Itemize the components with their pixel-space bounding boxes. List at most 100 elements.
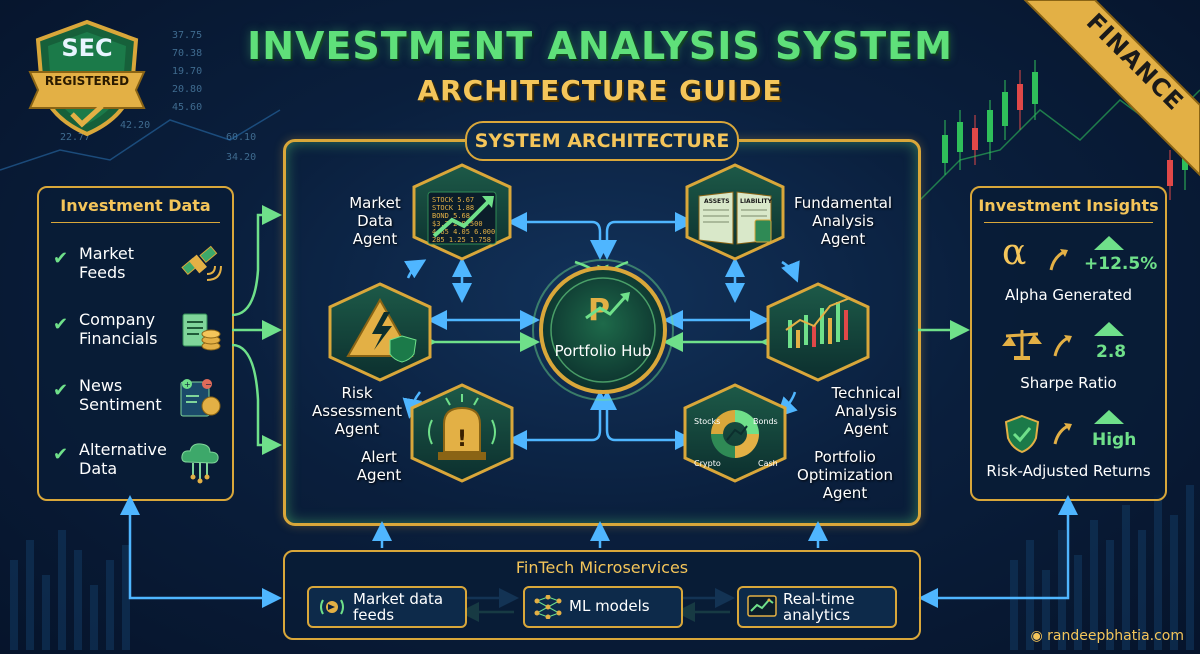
allocation-crypto-label: Crypto xyxy=(694,459,721,468)
portfolio-hub-node[interactable]: P xyxy=(532,259,674,401)
background-ticker-numbers: 37.75 70.38 19.70 20.80 45.60 42.20 22.7… xyxy=(60,30,256,163)
analytics-screen-icon xyxy=(747,595,777,617)
trend-up-icon xyxy=(1053,423,1072,445)
microservice-ml-models[interactable]: ML models xyxy=(523,586,683,628)
risk-assessment-agent-label: Risk Assessment Agent xyxy=(312,384,402,438)
up-arrow-icon xyxy=(1094,322,1124,336)
alpha-symbol: α xyxy=(1002,232,1027,273)
balance-scale-icon xyxy=(1002,330,1042,360)
alarm-siren-icon xyxy=(443,406,481,453)
fintech-microservices-panel: FinTech Microservices Market data feeds … xyxy=(283,550,921,640)
data-item-label: News Sentiment xyxy=(79,376,162,414)
risk-adjusted-label: Risk-Adjusted Returns xyxy=(986,462,1151,480)
portfolio-hub-label: Portfolio Hub xyxy=(554,342,652,360)
fundamental-analysis-agent-node[interactable]: ASSETS LIABILITY xyxy=(685,163,785,261)
portfolio-optimization-agent-label: Portfolio Optimization Agent xyxy=(797,448,893,502)
globe-icon: ◉ xyxy=(1030,628,1043,644)
risk-adjusted-value: High xyxy=(1092,430,1137,450)
market-data-agent-node[interactable]: STOCK 5.67 STOCK 1.88 BOND 5.68 $3.7 2 8… xyxy=(412,163,512,261)
check-icon: ✔ xyxy=(53,444,69,465)
bg-tick: 20.80 xyxy=(172,84,202,95)
data-item-label: Alternative Data xyxy=(79,440,167,478)
bg-tick: 37.75 xyxy=(172,30,202,41)
trend-up-icon xyxy=(1053,335,1072,357)
fintech-microservices-title: FinTech Microservices xyxy=(515,558,689,577)
microservice-market-data-feeds[interactable]: Market data feeds xyxy=(307,586,467,628)
investment-data-title: Investment Data xyxy=(60,196,211,215)
data-item-news-sentiment: ✔ News Sentiment + − xyxy=(53,376,233,426)
svg-text:+: + xyxy=(184,380,191,389)
bg-tick: 60.10 xyxy=(226,132,256,143)
microservice-label: Market data feeds xyxy=(353,590,444,624)
broadcast-icon xyxy=(320,599,344,615)
bg-tick: 70.38 xyxy=(172,48,202,59)
ticker-line: 4.65 4.05 6.000 xyxy=(432,228,495,236)
badge-top-text: SEC xyxy=(61,34,113,62)
data-item-alternative-data: ✔ Alternative Data xyxy=(53,440,233,490)
alpha-label: Alpha Generated xyxy=(1005,286,1132,304)
check-icon: ✔ xyxy=(53,380,69,401)
svg-text:−: − xyxy=(205,380,212,389)
data-item-label: Company Financials xyxy=(79,310,158,348)
ticker-line: STOCK 1.88 xyxy=(432,204,474,212)
sharpe-label: Sharpe Ratio xyxy=(1020,374,1117,392)
cloud-network-icon xyxy=(181,443,219,484)
allocation-donut-icon xyxy=(711,410,759,458)
sharpe-value: 2.8 xyxy=(1096,342,1127,362)
footer-website[interactable]: ◉ randeepbhatia.com xyxy=(1030,628,1184,644)
shield-icon xyxy=(389,335,417,363)
allocation-bonds-label: Bonds xyxy=(753,417,778,426)
investment-insights-title: Investment Insights xyxy=(978,196,1159,215)
allocation-cash-label: Cash xyxy=(758,459,778,468)
technical-analysis-agent-node[interactable] xyxy=(766,282,870,382)
ticker-line: STOCK 5.67 xyxy=(432,196,474,204)
bg-tick: 42.20 xyxy=(120,120,150,131)
portfolio-optimization-agent-node[interactable]: Stocks Bonds Crypto Cash xyxy=(683,383,787,483)
badge-bottom-text: REGISTERED xyxy=(44,74,130,88)
data-item-company-financials: ✔ Company Financials xyxy=(53,310,233,360)
alert-agent-node[interactable]: ! xyxy=(410,383,514,483)
fundamental-analysis-agent-label: Fundamental Analysis Agent xyxy=(793,194,893,248)
page-subtitle: ARCHITECTURE GUIDE xyxy=(417,74,783,107)
ledger-liability-label: LIABILITY xyxy=(740,198,773,205)
trend-up-icon xyxy=(432,198,492,238)
check-icon: ✔ xyxy=(53,248,69,269)
data-item-label: Market Feeds xyxy=(79,244,134,282)
up-arrow-icon xyxy=(1094,410,1124,424)
ledger-assets-label: ASSETS xyxy=(704,198,730,205)
insight-sharpe: 2.8 Sharpe Ratio xyxy=(972,322,1165,402)
sec-registered-badge xyxy=(28,19,146,137)
alpha-value: +12.5% xyxy=(1084,254,1158,274)
neural-network-icon xyxy=(534,595,562,619)
bg-tick: 22.77 xyxy=(60,132,90,143)
investment-insights-panel: Investment Insights α +12.5% Alpha Gener… xyxy=(970,186,1167,501)
market-data-agent-label: Market Data Agent xyxy=(349,194,401,248)
ticker-line: 285 1.25 1.758 xyxy=(432,236,491,244)
document-coins-icon xyxy=(182,313,221,351)
system-architecture-label: SYSTEM ARCHITECTURE xyxy=(465,121,739,161)
panel-divider xyxy=(984,222,1153,223)
alert-agent-label: Alert Agent xyxy=(356,448,402,484)
microservice-real-time-analytics[interactable]: Real-time analytics xyxy=(737,586,897,628)
risk-assessment-agent-node[interactable] xyxy=(328,282,432,382)
microservice-label: ML models xyxy=(569,597,650,615)
insight-alpha: α +12.5% Alpha Generated xyxy=(972,232,1165,312)
check-icon: ✔ xyxy=(53,314,69,335)
bg-tick: 45.60 xyxy=(172,102,202,113)
page-title: INVESTMENT ANALYSIS SYSTEM xyxy=(247,24,953,68)
technical-analysis-agent-label: Technical Analysis Agent xyxy=(831,384,901,438)
background-bars xyxy=(10,485,1194,650)
up-arrow-icon xyxy=(1094,236,1124,250)
candlestick-chart-icon xyxy=(785,297,851,348)
footer-website-text: randeepbhatia.com xyxy=(1047,628,1184,644)
bg-tick: 34.20 xyxy=(226,152,256,163)
insight-risk-adjusted: High Risk-Adjusted Returns xyxy=(972,410,1165,490)
trend-up-icon xyxy=(585,295,628,320)
investment-data-panel: Investment Data ✔ Market Feeds ✔ Company… xyxy=(37,186,234,501)
bg-tick: 19.70 xyxy=(172,66,202,77)
news-brain-icon: + − xyxy=(180,379,221,417)
panel-divider xyxy=(51,222,220,223)
